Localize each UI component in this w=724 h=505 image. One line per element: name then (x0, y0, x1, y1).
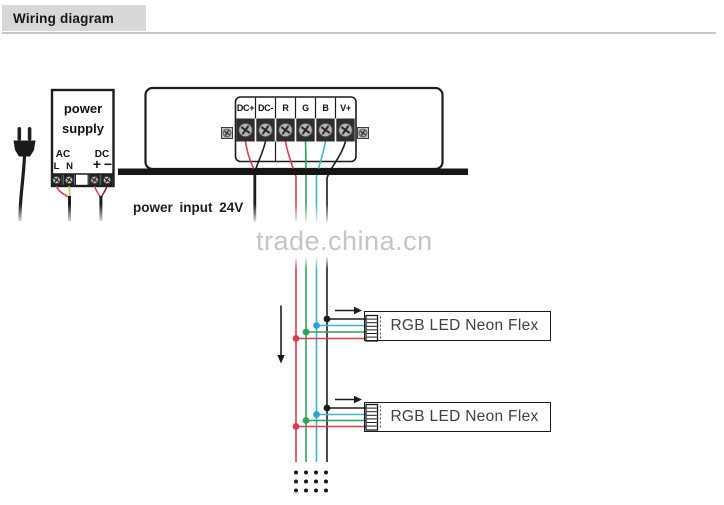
wire-fade (246, 204, 338, 225)
mounting-screw-icon (356, 126, 370, 140)
pin-n-label: N (66, 161, 73, 172)
neon-flex-box: RGB LED Neon Flex (364, 311, 551, 341)
junction-dot-red (292, 423, 300, 430)
junction-dot-black (323, 315, 331, 323)
terminal-label-g: G (302, 103, 309, 113)
title-underline (2, 32, 716, 34)
pin-minus-label: − (103, 156, 113, 172)
terminal-block (234, 96, 357, 163)
junction-dot-green (302, 417, 310, 424)
screw-icon (235, 117, 256, 143)
wire-b (315, 141, 327, 222)
pin-l-label: L (53, 161, 60, 172)
wire-fade (10, 204, 112, 225)
arrow-right-icon (354, 395, 362, 404)
page-title: Wiring diagram (13, 10, 114, 26)
terminal-label-dc-plus: DC+ (236, 103, 255, 113)
junction-dot-green (302, 328, 310, 336)
mounting-screw-icon (220, 126, 234, 140)
neon-flex-label: RGB LED Neon Flex (390, 317, 539, 334)
junction-dot-black (323, 404, 331, 412)
terminal-label-v-plus: V+ (340, 103, 351, 113)
wire-fade (288, 256, 335, 269)
junction-2 (292, 395, 382, 431)
terminal-label-r: R (282, 103, 289, 113)
wire-r (284, 141, 297, 222)
continuation-dots (294, 470, 328, 493)
junction-dot-blue (313, 322, 320, 329)
rgb-trunk-wires (295, 257, 328, 462)
controller-mounting-flange (118, 168, 468, 175)
arrow-down-icon (277, 305, 285, 364)
title-bar: Wiring diagram (2, 5, 146, 31)
dc-label: DC (94, 149, 110, 160)
psu-screw-icon (62, 173, 76, 187)
psu-screw-icon (100, 173, 114, 187)
wire-v-plus (326, 141, 347, 222)
terminal-label-b: B (322, 103, 329, 113)
screw-icon (335, 117, 356, 143)
terminal-label-dc-minus: DC- (257, 103, 274, 113)
arrow-right-icon (354, 306, 362, 315)
screw-icon (275, 117, 296, 143)
screw-icon (295, 117, 316, 143)
controller-wires (244, 141, 347, 222)
screw-icon (315, 117, 336, 143)
power-supply-label: power supply (62, 101, 104, 137)
junction-dot-red (292, 335, 300, 342)
power-input-label: power input 24V (133, 200, 244, 215)
power-supply-unit (50, 88, 115, 188)
junction-1 (292, 306, 382, 342)
screw-icon (255, 117, 276, 143)
psu-screw-icon (50, 173, 63, 187)
junction-dot-blue (313, 411, 320, 418)
wire-g (304, 141, 307, 222)
wire-dc-plus (244, 141, 255, 170)
psu-screw-icon (88, 173, 101, 187)
neon-flex-box: RGB LED Neon Flex (364, 402, 551, 432)
pin-plus-label: + (92, 156, 102, 172)
ac-label: AC (55, 149, 71, 160)
neon-flex-label: RGB LED Neon Flex (390, 408, 539, 425)
watermark: trade.china.cn (256, 226, 433, 256)
wire-dc-minus (255, 141, 267, 170)
